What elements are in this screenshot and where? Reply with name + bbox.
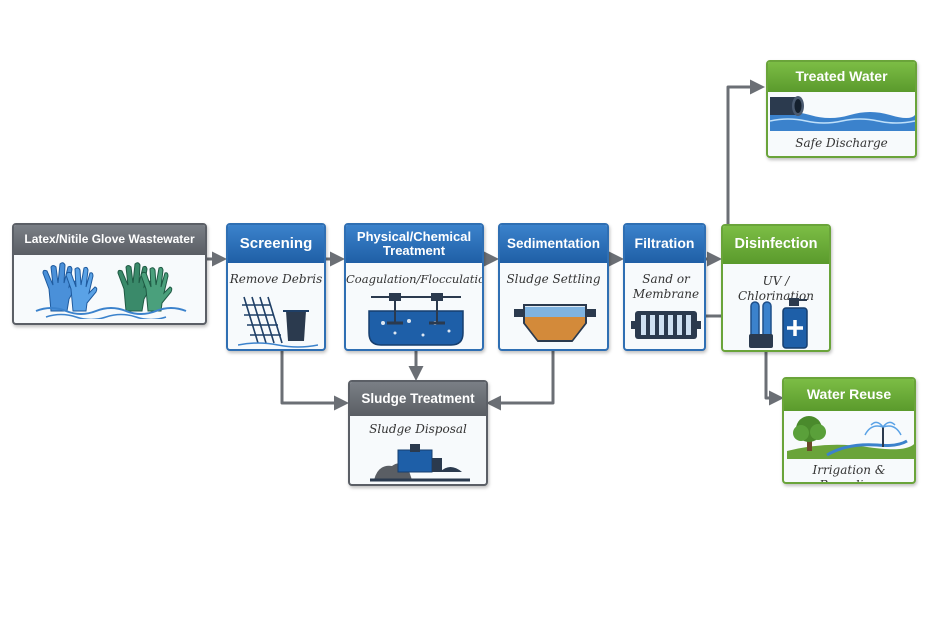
arrow-screening-to-sludge bbox=[280, 351, 349, 411]
node-title: Screening bbox=[228, 225, 324, 263]
node-subtitle: Coagulation/Flocculation bbox=[346, 272, 484, 286]
node-subtitle: Safe Discharge bbox=[795, 136, 888, 150]
node-title: Sludge Treatment bbox=[350, 382, 486, 416]
node-title: Filtration bbox=[625, 225, 704, 263]
node-water-reuse: Water Reuse Irrigation & Recycling bbox=[782, 377, 916, 484]
node-title: Treated Water bbox=[768, 62, 915, 92]
uv-chlorine-icon bbox=[749, 298, 808, 349]
node-filtration: Filtration Sand or Membrane bbox=[623, 223, 706, 351]
sludge-plant-icon bbox=[370, 444, 470, 482]
bar-screen-icon bbox=[238, 296, 318, 348]
settling-tank-icon bbox=[514, 304, 596, 342]
filter-icon bbox=[631, 311, 701, 339]
mixing-tank-icon bbox=[368, 293, 464, 346]
node-subtitle: Sludge Disposal bbox=[369, 422, 467, 436]
node-physchem: Physical/Chemical Treatment Coagulation/… bbox=[344, 223, 484, 351]
node-title: Water Reuse bbox=[784, 379, 914, 411]
gloves-icon bbox=[35, 262, 187, 319]
node-subtitle: Remove Debris bbox=[229, 272, 323, 286]
node-screening: Screening Remove Debris bbox=[226, 223, 326, 351]
arrow-sedimentation-to-sludge bbox=[486, 351, 555, 411]
node-treated-water: Treated Water Safe Discharge bbox=[766, 60, 917, 158]
arrow-disinfection-to-water-reuse bbox=[764, 352, 784, 406]
node-subtitle: Sludge Settling bbox=[506, 272, 601, 286]
node-title: Disinfection bbox=[723, 226, 829, 264]
node-source: Latex/Nitile Glove Wastewater bbox=[12, 223, 207, 325]
node-sedimentation: Sedimentation Sludge Settling bbox=[498, 223, 609, 351]
node-subtitle: Sand or Membrane bbox=[632, 272, 700, 301]
node-title: Physical/Chemical Treatment bbox=[346, 225, 482, 263]
node-disinfection: Disinfection UV / Chlorination bbox=[721, 224, 831, 352]
node-subtitle: Irrigation & Recycling bbox=[812, 463, 886, 482]
discharge-pipe-icon bbox=[770, 96, 915, 131]
node-title: Sedimentation bbox=[500, 225, 607, 263]
irrigation-icon bbox=[787, 416, 914, 459]
node-sludge-treatment: Sludge Treatment Sludge Disposal bbox=[348, 380, 488, 486]
node-title: Latex/Nitile Glove Wastewater bbox=[14, 225, 205, 255]
arrow-disinfection-to-treated-water bbox=[726, 79, 765, 224]
